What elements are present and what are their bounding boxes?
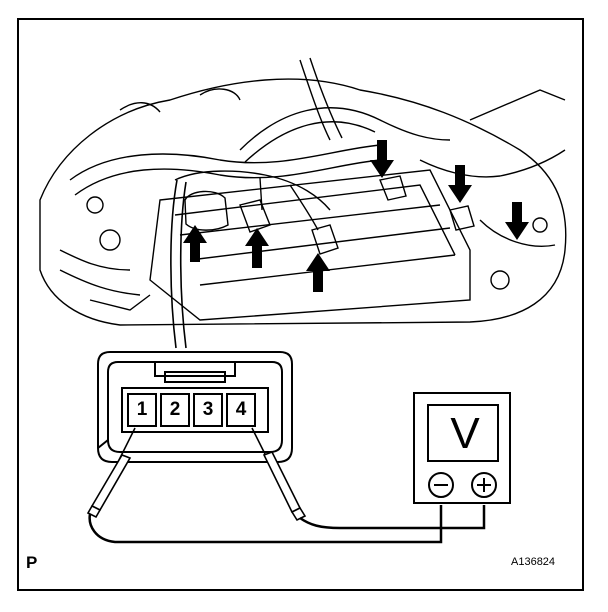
figure-frame — [17, 18, 584, 591]
up-arrow-icon — [306, 253, 330, 292]
connector-pin-3: 3 — [202, 399, 214, 420]
connector-pin-1: 1 — [136, 399, 148, 420]
plus-terminal-icon — [477, 478, 491, 492]
test-lead-wires — [88, 505, 486, 544]
voltmeter-display-label: V — [450, 409, 480, 458]
connector-housing — [97, 351, 293, 463]
down-arrow-icon — [448, 165, 472, 203]
down-arrow-icon — [505, 202, 529, 240]
up-arrow-icon — [245, 228, 269, 268]
engine-illustration — [39, 57, 567, 326]
negative-probe — [86, 427, 136, 519]
up-arrow-icon — [183, 225, 207, 262]
connector-lead — [170, 179, 187, 349]
corner-letter: P — [26, 553, 38, 572]
connector-pin-2: 2 — [169, 399, 181, 420]
positive-probe — [251, 427, 307, 522]
connector-pin-4: 4 — [235, 399, 247, 420]
voltmeter — [413, 392, 511, 504]
figure-id: A136824 — [511, 556, 556, 568]
down-arrow-icon — [370, 140, 394, 178]
